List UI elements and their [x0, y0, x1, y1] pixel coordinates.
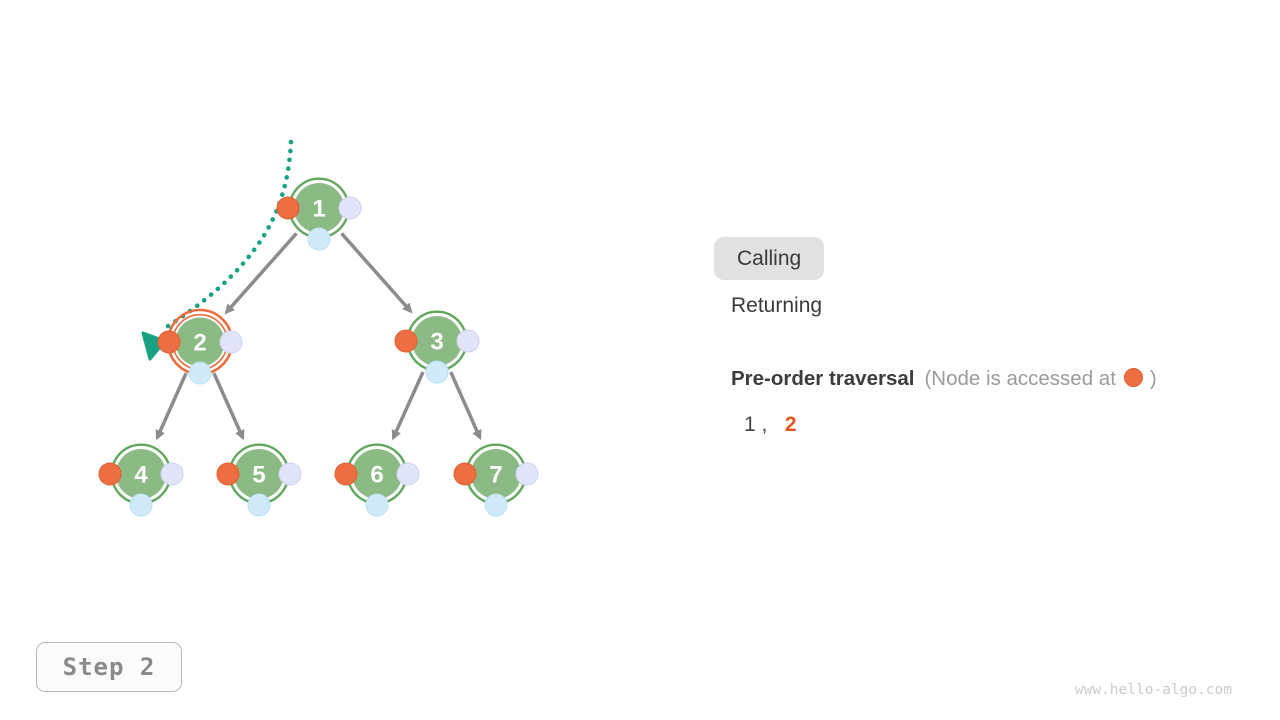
node-3-access-dot-icon — [394, 329, 418, 353]
tree-edge-2-5 — [212, 372, 245, 441]
node-3-label: 3 — [430, 329, 443, 356]
node-4-access-dot-icon — [98, 462, 122, 486]
legend-returning-label: Returning — [731, 294, 823, 317]
node-7-right-dot-icon — [515, 462, 539, 486]
tree-node-4: 4 — [98, 443, 184, 517]
node-5-right-dot-icon — [278, 462, 302, 486]
node-1-access-dot-icon — [276, 196, 300, 220]
node-4-right-dot-icon — [160, 462, 184, 486]
step-indicator: Step 2 — [36, 642, 182, 692]
node-7-label: 7 — [489, 462, 502, 489]
tree-edge-3-7 — [449, 371, 482, 441]
node-2-right-dot-icon — [219, 330, 243, 354]
sequence-value-1: 1 — [744, 413, 756, 436]
node-7-bottom-dot-icon — [484, 493, 508, 517]
node-5-bottom-dot-icon — [247, 493, 271, 517]
node-5-access-dot-icon — [216, 462, 240, 486]
node-6-right-dot-icon — [396, 462, 420, 486]
tree-edge-2-4 — [155, 372, 188, 441]
tree-edge-1-2 — [224, 232, 298, 315]
traversal-note-prefix: (Node is accessed at — [924, 367, 1116, 390]
tree-node-6: 6 — [334, 443, 420, 517]
tree-node-3: 3 — [394, 310, 480, 384]
traversal-heading-line: Pre-order traversal (Node is accessed at) — [731, 366, 1157, 392]
tree-edge-1-3 — [340, 232, 413, 314]
tree-node-1: 1 — [276, 177, 362, 251]
node-4-bottom-dot-icon — [129, 493, 153, 517]
node-1-label: 1 — [312, 196, 325, 223]
node-2-bottom-dot-icon — [188, 361, 212, 385]
node-7-access-dot-icon — [453, 462, 477, 486]
node-3-right-dot-icon — [456, 329, 480, 353]
legend-calling-badge: Calling — [714, 237, 825, 280]
tree-node-5: 5 — [216, 443, 302, 517]
traversal-heading: Pre-order traversal — [731, 367, 915, 390]
node-6-access-dot-icon — [334, 462, 358, 486]
node-6-label: 6 — [370, 462, 383, 489]
tree-node-2-calling: 2 — [157, 308, 243, 385]
tree-node-7: 7 — [453, 443, 539, 517]
node-1-right-dot-icon — [338, 196, 362, 220]
node-6-bottom-dot-icon — [365, 493, 389, 517]
node-1-bottom-dot-icon — [307, 227, 331, 251]
node-2-access-dot-icon — [157, 330, 181, 354]
legend: Calling Returning — [714, 237, 1014, 318]
traversal-note-suffix: ) — [1149, 367, 1157, 390]
node-2-label: 2 — [193, 330, 206, 357]
sequence-separator: , — [755, 413, 785, 436]
traversal-sequence: 1 , 2 — [744, 412, 797, 438]
tree-edge-3-6 — [391, 371, 425, 441]
binary-tree-diagram: 1 2 3 4 5 6 7 — [98, 139, 539, 517]
node-5-label: 5 — [252, 462, 265, 489]
access-dot-icon — [1123, 368, 1143, 387]
node-3-bottom-dot-icon — [425, 360, 449, 384]
sequence-value-2-current: 2 — [784, 413, 797, 436]
traversal-pointer-path — [159, 139, 294, 333]
node-4-label: 4 — [134, 462, 148, 489]
watermark: www.hello-algo.com — [1074, 682, 1232, 698]
